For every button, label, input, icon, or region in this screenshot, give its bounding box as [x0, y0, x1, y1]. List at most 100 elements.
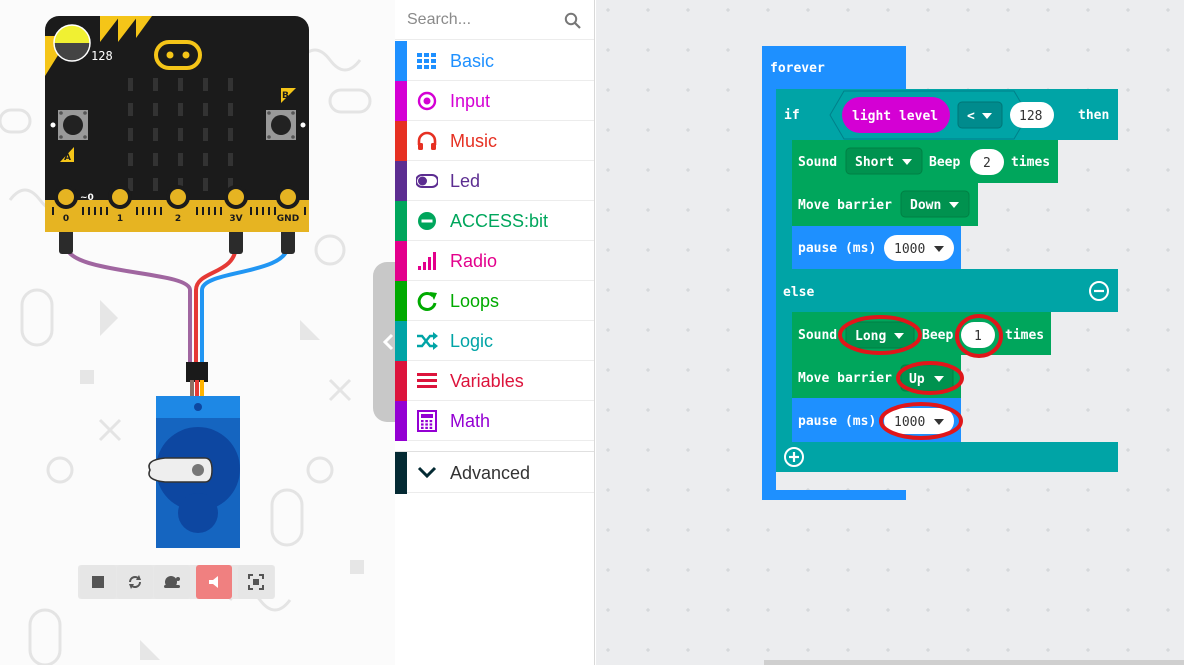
pause-block-else[interactable]: pause (ms) 1000	[792, 398, 961, 442]
led	[203, 78, 208, 91]
led	[153, 128, 158, 141]
led	[128, 153, 133, 166]
operator-dropdown[interactable]: <	[957, 101, 1003, 129]
forever-label: forever	[770, 61, 825, 76]
highlight-pause-duration	[879, 402, 963, 440]
barrier-direction-value: Up	[909, 372, 925, 387]
loop-arrow-icon	[417, 291, 437, 311]
beep-count-value: 2	[983, 156, 991, 171]
category-basic[interactable]: Basic	[395, 41, 594, 81]
category-logic[interactable]: Logic	[395, 321, 594, 361]
list-icon	[417, 373, 437, 388]
simulator-background-pattern	[0, 48, 372, 665]
search-input[interactable]	[405, 6, 555, 34]
pause-block-then[interactable]: pause (ms) 1000	[792, 226, 961, 269]
pause-duration-dropdown[interactable]: 1000	[884, 408, 954, 434]
edge-connector-tooth	[196, 207, 198, 215]
beep-count-field[interactable]: 1	[961, 322, 995, 348]
category-radio[interactable]: Radio	[395, 241, 594, 281]
light-level-label: light level	[852, 109, 938, 124]
pin-2[interactable]	[166, 185, 190, 209]
beep-count-field[interactable]: 2	[970, 149, 1004, 175]
category-math[interactable]: Math	[395, 401, 594, 441]
target-icon	[417, 91, 437, 111]
edge-connector-tooth	[202, 207, 204, 215]
category-led[interactable]: Led	[395, 161, 594, 201]
pause-duration-value: 1000	[894, 415, 925, 430]
mute-button[interactable]	[196, 565, 232, 599]
category-color-bar	[395, 281, 407, 321]
button-b-label: B	[282, 91, 289, 101]
category-label: ACCESS:bit	[450, 211, 549, 231]
button-a[interactable]	[58, 110, 88, 140]
move-barrier-block-then[interactable]: Move barrier Down	[792, 183, 978, 226]
beep-label: Beep	[922, 328, 953, 343]
pin-3[interactable]	[224, 185, 248, 209]
beep-label: Beep	[929, 155, 960, 170]
category-label: Math	[450, 411, 491, 431]
edge-connector-tooth	[142, 207, 144, 215]
pin-label: 1	[117, 214, 123, 224]
move-barrier-block-else[interactable]: Move barrier Up	[792, 355, 961, 398]
beep-count-value: 1	[974, 329, 982, 344]
compare-block[interactable]: light level < 128	[829, 90, 1054, 140]
pin-1[interactable]	[108, 185, 132, 209]
pin-4[interactable]	[276, 185, 300, 209]
led	[128, 178, 133, 191]
dropdown-arrow-icon	[934, 376, 944, 382]
times-label: times	[1005, 328, 1044, 343]
threshold-field[interactable]: 128	[1010, 102, 1054, 128]
barrier-direction-dropdown[interactable]: Down	[900, 190, 970, 218]
pin-0[interactable]	[54, 185, 78, 209]
pin-label: 0	[63, 214, 69, 224]
add-else-if-button[interactable]	[784, 447, 804, 467]
if-else-block[interactable]: if then else	[776, 89, 1118, 472]
edge-connector-tooth	[136, 207, 138, 215]
dropdown-arrow-icon	[894, 333, 904, 339]
category-music[interactable]: Music	[395, 121, 594, 161]
category-accessbit[interactable]: ACCESS:bit	[395, 201, 594, 241]
slow-motion-button[interactable]	[154, 565, 190, 599]
button-b[interactable]	[266, 110, 296, 140]
light-level-block[interactable]: light level	[842, 97, 950, 133]
pin-label: GND	[277, 214, 299, 224]
edge-connector-tooth	[100, 207, 102, 215]
signal-bars-icon	[418, 252, 436, 270]
stop-button[interactable]	[80, 565, 116, 599]
sound-type-value: Long	[855, 329, 886, 344]
edge-connector-tooth	[262, 207, 264, 215]
pause-duration-value: 1000	[894, 242, 925, 257]
stop-icon	[92, 576, 104, 588]
pause-duration-dropdown[interactable]: 1000	[884, 235, 954, 261]
fullscreen-button[interactable]	[238, 565, 274, 599]
servo-motor	[148, 396, 240, 548]
restart-button[interactable]	[117, 565, 153, 599]
led	[153, 153, 158, 166]
pin-label: 3V	[229, 214, 242, 224]
workspace-scrollbar[interactable]	[764, 660, 1184, 665]
sound-beep-block-then[interactable]: Sound Short Beep 2 times	[792, 140, 1058, 183]
search-icon[interactable]	[564, 12, 581, 29]
category-label: Basic	[450, 51, 495, 71]
sound-type-dropdown[interactable]: Long	[845, 321, 915, 349]
remove-else-button[interactable]	[1089, 281, 1109, 301]
category-loops[interactable]: Loops	[395, 281, 594, 321]
edge-connector-tooth	[106, 207, 108, 215]
highlight-annotations	[838, 314, 1003, 440]
category-label: Loops	[450, 291, 500, 311]
sound-type-dropdown[interactable]: Short	[845, 147, 923, 175]
led	[178, 178, 183, 191]
category-variables[interactable]: Variables	[395, 361, 594, 401]
category-input[interactable]: Input	[395, 81, 594, 121]
move-barrier-label: Move barrier	[798, 198, 892, 213]
led	[178, 103, 183, 116]
blocks-workspace[interactable]: forever if then else light level	[596, 0, 1184, 665]
highlight-sound-type	[838, 315, 922, 355]
chevron-left-icon	[382, 333, 394, 351]
move-barrier-label: Move barrier	[798, 371, 892, 386]
category-advanced[interactable]: Advanced	[395, 451, 594, 494]
forever-block[interactable]: forever	[762, 46, 906, 500]
edge-connector-tooth	[160, 207, 162, 215]
sound-label: Sound	[798, 155, 837, 170]
